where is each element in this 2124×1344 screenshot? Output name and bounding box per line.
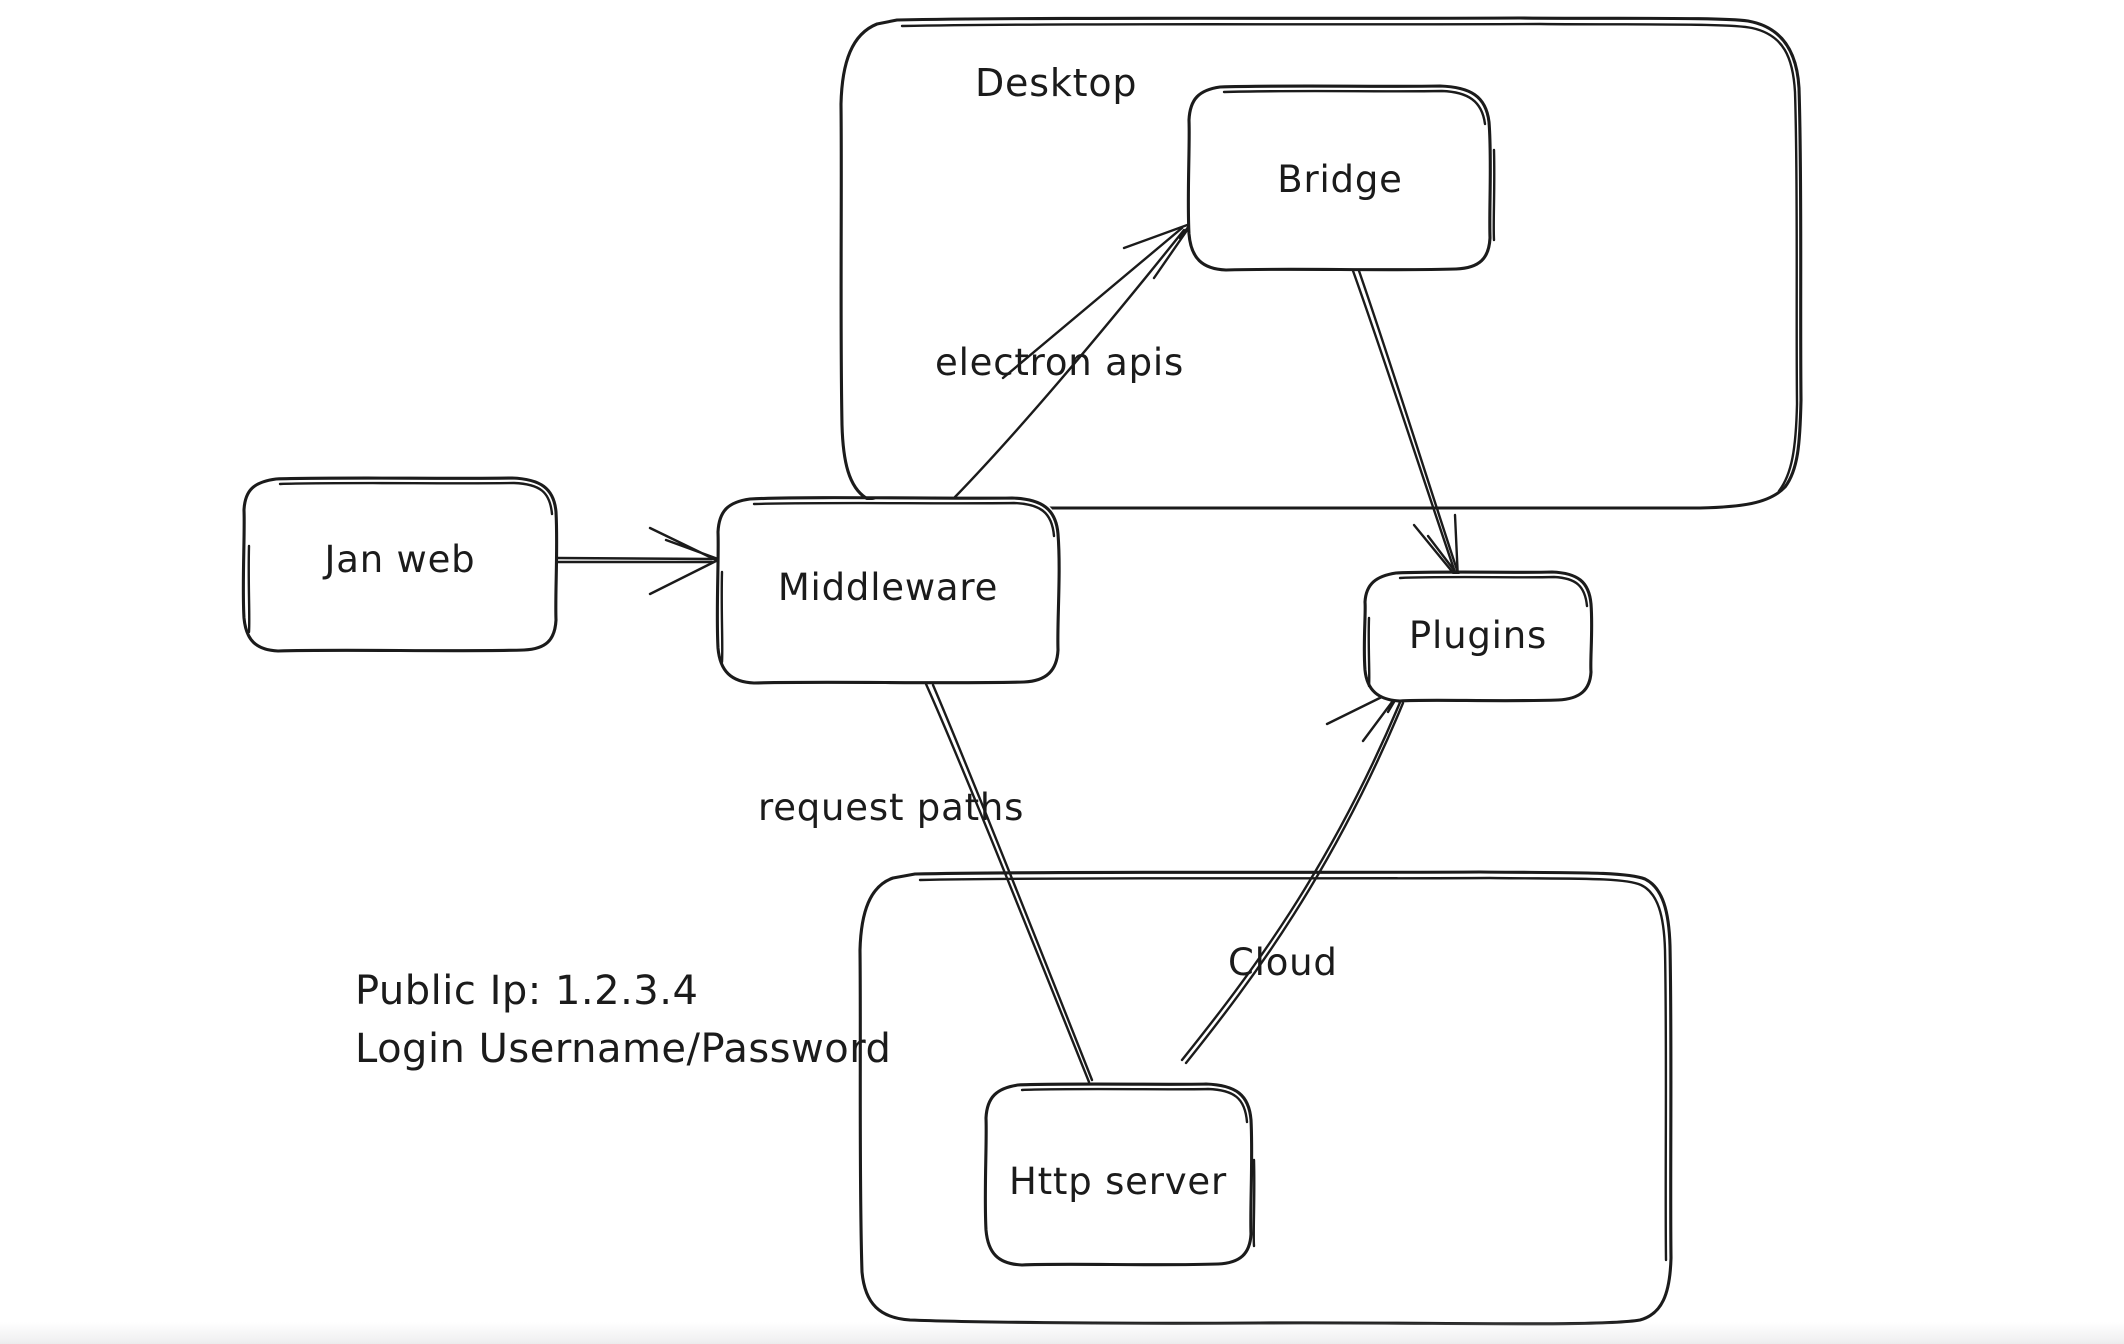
group-cloud[interactable] [858,870,1673,1326]
node-middleware[interactable]: Middleware [715,496,1061,685]
group-desktop-label: Desktop [975,61,1137,105]
group-desktop[interactable]: Desktop [839,16,1803,510]
note-login: Login Username/Password [355,1026,891,1072]
node-http-server-fill [988,1086,1250,1264]
edge-http-server-to-plugins[interactable]: Cloud [1180,685,1405,1065]
edge-jan-web-to-middleware[interactable] [554,526,720,596]
edge-label-request-paths: request paths [758,786,1024,829]
group-cloud-outline [858,870,1673,1326]
node-middleware-fill [718,500,1058,682]
edge-jan-web-to-middleware-arrowhead [648,526,720,596]
node-plugins-outline-echo [1367,575,1589,688]
note-public-ip: Public Ip: 1.2.3.4 [355,968,698,1014]
edge-middleware-to-bridge-line [1001,226,1184,380]
node-jan-web[interactable]: Jan web [241,476,559,653]
node-plugins-outline [1362,570,1594,703]
edge-bridge-to-plugins-line-echo [1356,266,1461,578]
node-jan-web-outline-echo [247,481,554,634]
edge-http-server-to-plugins-line [1180,698,1403,1062]
edge-label-electron-apis: electron apis [935,341,1184,384]
node-http-server-outline [983,1082,1254,1267]
node-bridge[interactable]: Bridge [1186,84,1496,272]
node-jan-web-fill [246,480,556,650]
edge-middleware-to-http-server[interactable]: request paths [758,682,1094,1084]
edge-bridge-to-plugins[interactable] [1350,266,1462,582]
node-middleware-label: Middleware [778,566,998,609]
node-bridge-outline-echo [1222,89,1496,242]
node-middleware-outline [715,496,1061,685]
edge-middleware-to-http-server-line [924,682,1091,1084]
node-http-server[interactable]: Http server [983,1082,1256,1267]
edge-jan-web-to-middleware-line [554,556,716,561]
group-desktop-outline [839,16,1803,510]
node-middleware-outline-echo [720,501,1056,664]
edge-bridge-to-plugins-line [1350,266,1459,580]
group-cloud-outline-echo [918,876,1668,1262]
node-bridge-label: Bridge [1277,158,1402,201]
node-plugins-label: Plugins [1409,614,1547,657]
node-http-server-label: Http server [1009,1160,1227,1203]
edge-middleware-to-bridge-line-lower [953,228,1186,499]
node-plugins[interactable]: Plugins [1362,570,1594,703]
edge-middleware-to-bridge[interactable]: electron apis [935,220,1194,499]
edge-label-cloud: Cloud [1228,941,1338,984]
edge-bridge-to-plugins-arrowhead [1412,513,1462,582]
node-jan-web-outline [241,476,559,653]
group-desktop-outline-echo [900,22,1799,493]
edge-middleware-to-http-server-line-echo [931,683,1094,1082]
edge-http-server-to-plugins-line-echo [1184,701,1405,1065]
node-bridge-fill [1190,88,1490,270]
node-bridge-outline [1186,84,1492,272]
node-http-server-outline-echo [1020,1087,1256,1248]
annotation-connection-info: Public Ip: 1.2.3.4 Login Username/Passwo… [355,968,891,1072]
node-plugins-fill [1366,574,1590,700]
node-jan-web-label: Jan web [323,538,476,581]
